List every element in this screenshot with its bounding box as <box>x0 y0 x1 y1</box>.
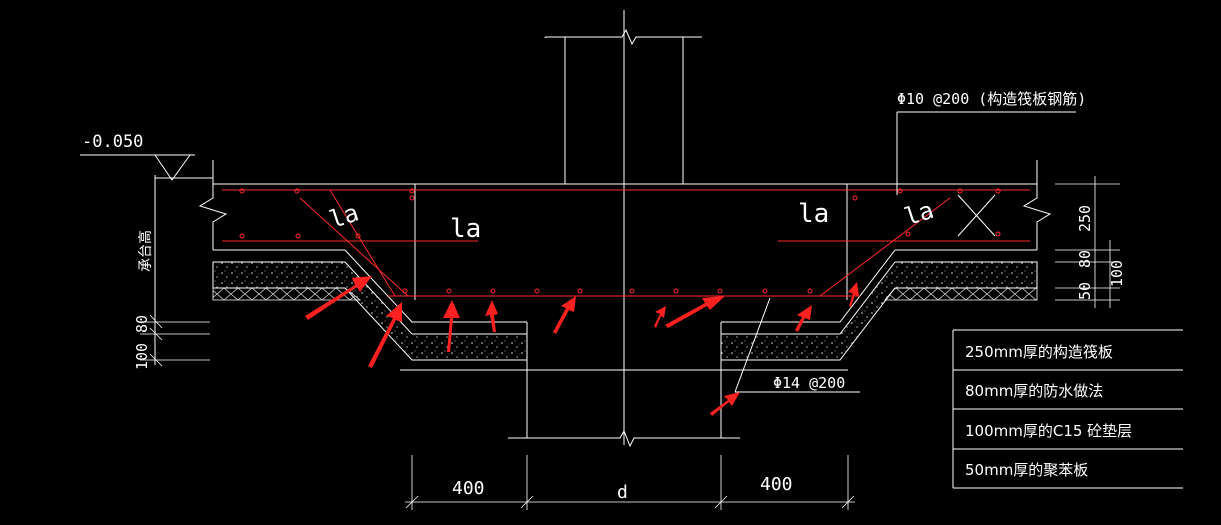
dim-right-250: 250 <box>1076 205 1094 232</box>
legend-item-2: 80mm厚的防水做法 <box>965 382 1103 400</box>
dim-bottom-left: 400 <box>452 478 485 499</box>
anchorage-label-left: la <box>450 214 481 244</box>
dim-bottom-middle: d <box>617 482 628 503</box>
right-dims <box>1055 176 1120 308</box>
x-mark <box>957 194 996 237</box>
legend-table <box>952 329 1183 489</box>
dim-right-80: 80 <box>1076 250 1094 268</box>
dim-right-50: 50 <box>1076 282 1094 300</box>
dim-left-100: 100 <box>133 343 151 370</box>
column-upper <box>544 10 702 445</box>
bottom-rebar-label: Φ14 @200 <box>773 374 845 392</box>
dim-bottom-right: 400 <box>760 474 793 495</box>
legend-item-1: 250mm厚的构造筏板 <box>965 343 1113 361</box>
anchorage-label-right-slant: la <box>901 196 937 232</box>
anchorage-label-left-slant: la <box>326 199 362 235</box>
legend-item-3: 100mm厚的C15 砼垫层 <box>965 422 1132 440</box>
anchorage-label-right: la <box>798 199 829 229</box>
rebar-dots <box>239 188 1001 294</box>
column-lower <box>400 322 848 448</box>
layers-right <box>720 261 1038 361</box>
leader-top-rebar <box>896 111 1076 195</box>
leader-bottom-rebar <box>734 297 860 393</box>
raft-slab <box>198 160 1052 323</box>
annotation-arrows <box>305 276 859 416</box>
cap-height-label: 承台高 <box>137 230 154 272</box>
dim-left-80: 80 <box>133 315 151 333</box>
left-dims <box>140 314 210 367</box>
elevation-label: -0.050 <box>82 132 143 152</box>
legend-item-4: 50mm厚的聚苯板 <box>965 461 1088 479</box>
bottom-dims <box>405 455 855 510</box>
dim-right-100: 100 <box>1108 260 1126 287</box>
top-rebar-label: Φ10 @200 (构造筏板钢筋) <box>897 90 1086 108</box>
rebars <box>222 189 1030 297</box>
